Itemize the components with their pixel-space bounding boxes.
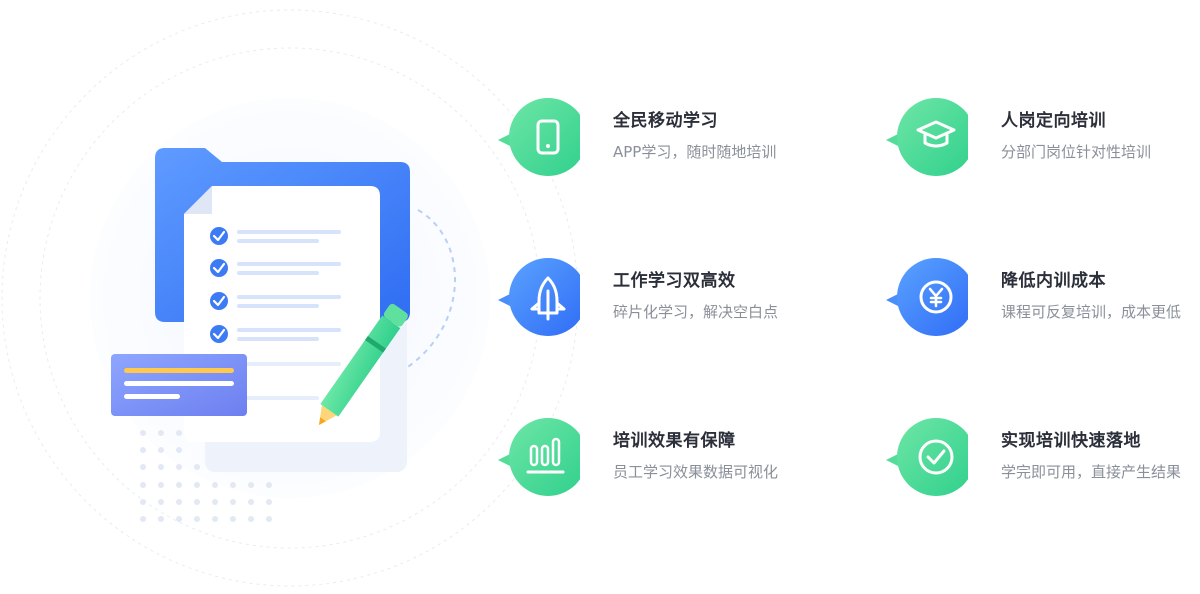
feature-efficiency: 工作学习双高效 碎片化学习，解决空白点 xyxy=(496,257,816,337)
dot-grid xyxy=(140,430,272,522)
feature-title: 人岗定向培训 xyxy=(1001,111,1106,131)
feature-description: APP学习，随时随地培训 xyxy=(613,143,777,161)
dashed-curve xyxy=(399,209,456,373)
feature-cost-reduction: 降低内训成本 课程可反复培训，成本更低 xyxy=(884,257,1200,337)
feature-description: 分部门岗位针对性培训 xyxy=(1001,143,1152,161)
note-card xyxy=(111,354,247,416)
hero-illustration xyxy=(1,9,579,587)
feature-description: 员工学习效果数据可视化 xyxy=(613,463,779,481)
feature-role-training: 人岗定向培训 分部门岗位针对性培训 xyxy=(884,97,1200,177)
feature-description: 学完即可用，直接产生结果 xyxy=(1001,463,1182,481)
feature-title: 实现培训快速落地 xyxy=(1001,431,1141,451)
feature-mobile-learning: 全民移动学习 APP学习，随时随地培训 xyxy=(496,97,816,177)
feature-title: 降低内训成本 xyxy=(1001,271,1106,291)
check-circle-icon xyxy=(886,418,968,496)
bar-chart-icon xyxy=(498,418,580,496)
feature-description: 课程可反复培训，成本更低 xyxy=(1001,303,1182,321)
feature-title: 全民移动学习 xyxy=(613,111,718,131)
yen-coin-icon xyxy=(886,258,968,336)
graduation-cap-icon xyxy=(886,98,968,176)
feature-title: 工作学习双高效 xyxy=(613,271,736,291)
feature-title: 培训效果有保障 xyxy=(613,431,736,451)
feature-effect-guarantee: 培训效果有保障 员工学习效果数据可视化 xyxy=(496,417,816,497)
pencil-icon xyxy=(319,303,408,425)
phone-icon xyxy=(498,98,580,176)
feature-description: 碎片化学习，解决空白点 xyxy=(613,303,779,321)
checklist xyxy=(210,227,341,400)
rocket-icon xyxy=(498,258,580,336)
feature-fast-implementation: 实现培训快速落地 学完即可用，直接产生结果 xyxy=(884,417,1200,497)
